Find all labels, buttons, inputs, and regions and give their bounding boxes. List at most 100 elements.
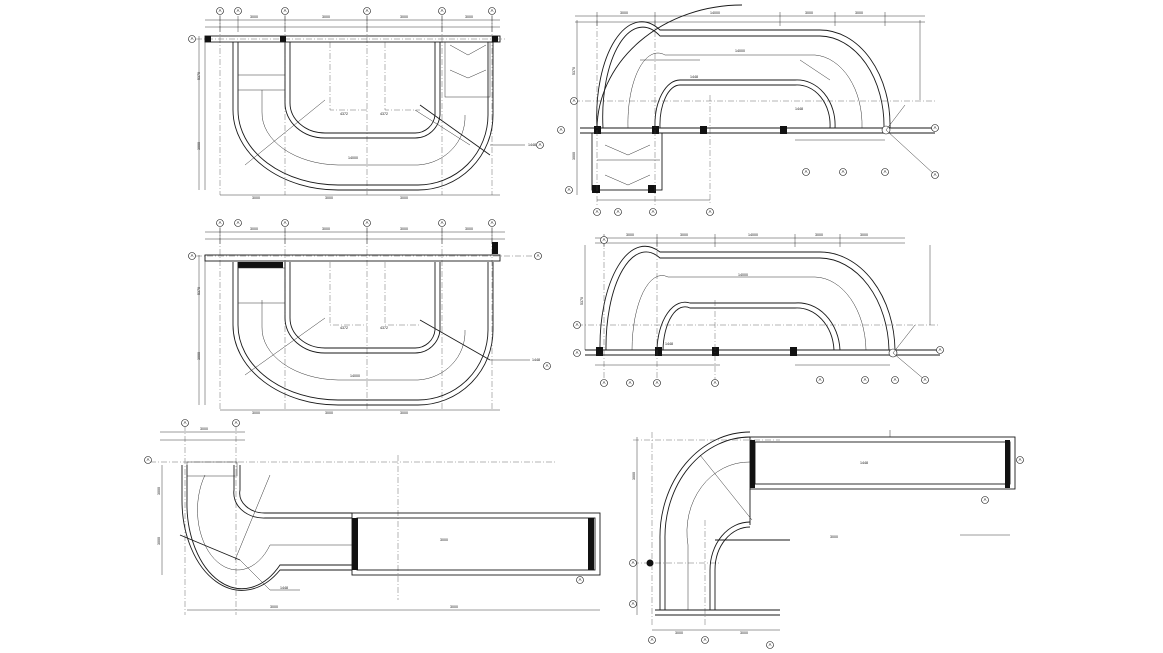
svg-text:A: A: [651, 637, 654, 642]
svg-text:A: A: [219, 220, 222, 225]
dim-label: 3000: [200, 427, 208, 431]
dim-label: 3000: [860, 233, 868, 237]
dim-label: 3000: [450, 605, 458, 609]
axis-bubbles-top: A A A A A A A A A: [188, 219, 551, 370]
annotation: 3000: [440, 538, 448, 542]
l-ramp-plan-lower-left: 3000 1448 3000 3000 3000 3000 3000 A A A…: [144, 419, 601, 615]
svg-text:A: A: [219, 8, 222, 13]
dim-label: 5370: [197, 287, 201, 295]
axis-bubbles: A A A A A A A A A A A A: [557, 97, 939, 216]
svg-text:A: A: [805, 169, 808, 174]
dim-label: 3000: [465, 227, 473, 231]
dim-label: 14000: [710, 11, 720, 15]
dim-label: 3000: [855, 11, 863, 15]
svg-text:A: A: [769, 642, 772, 647]
svg-text:A: A: [652, 209, 655, 214]
svg-text:A: A: [237, 220, 240, 225]
dim-label: 3000: [680, 233, 688, 237]
svg-text:A: A: [560, 127, 563, 132]
svg-text:A: A: [441, 8, 444, 13]
svg-text:A: A: [714, 380, 717, 385]
svg-text:A: A: [147, 457, 150, 462]
svg-text:A: A: [934, 125, 937, 130]
dim-label: 3000: [322, 15, 330, 19]
semicircle-ramp-plan-upper: 3000 14000 3000 3000 14000: [557, 4, 939, 216]
svg-text:A: A: [884, 169, 887, 174]
annotation: 3000: [830, 535, 838, 539]
svg-text:A: A: [441, 220, 444, 225]
dim-label: 3000: [572, 152, 576, 160]
dim-label: 3000: [400, 196, 408, 200]
dim-label: 3000: [740, 631, 748, 635]
axis-bubbles: A A A A: [144, 419, 584, 584]
dim-label: 3000: [250, 227, 258, 231]
svg-text:A: A: [539, 142, 542, 147]
svg-text:A: A: [924, 377, 927, 382]
dim-label: 3000: [270, 605, 278, 609]
dim-label: 3000: [626, 233, 634, 237]
svg-text:A: A: [366, 8, 369, 13]
annotation: 1448: [665, 342, 673, 346]
dim-label: 3000: [252, 411, 260, 415]
dim-label: 5370: [572, 67, 576, 75]
svg-text:A: A: [284, 220, 287, 225]
u-ramp-plan-middle: 3000 3000 3000 3000 A A A A A A A A A: [188, 219, 551, 415]
svg-text:A: A: [864, 377, 867, 382]
annotation: 14000: [735, 49, 745, 53]
semicircle-ramp-plan-middle: 3000 3000 14000 3000 3000 14000 1448 537…: [573, 233, 944, 387]
annotation: 4372: [340, 112, 348, 116]
svg-text:A: A: [603, 237, 606, 242]
svg-text:A: A: [632, 560, 635, 565]
svg-text:A: A: [568, 187, 571, 192]
svg-text:A: A: [632, 601, 635, 606]
svg-text:A: A: [284, 8, 287, 13]
quarter-ramp-plan-lower-right: 1448 3000 3000 3000 3000 A A A A A A A: [629, 430, 1024, 649]
svg-text:A: A: [629, 380, 632, 385]
dim-label: 14000: [748, 233, 758, 237]
section-label: 1448: [280, 586, 288, 590]
dim-label: 5370: [197, 72, 201, 80]
section-label: 1448: [532, 358, 540, 362]
dim-label: 3000: [620, 11, 628, 15]
svg-text:A: A: [191, 36, 194, 41]
svg-text:A: A: [573, 98, 576, 103]
svg-text:A: A: [819, 377, 822, 382]
top-dimension-line: 3000 3000 3000 3000: [205, 15, 500, 32]
dim-label: 3000: [197, 352, 201, 360]
svg-text:A: A: [704, 637, 707, 642]
dim-label: 3000: [157, 537, 161, 545]
svg-text:A: A: [184, 420, 187, 425]
dim-label: 3000: [400, 227, 408, 231]
svg-text:A: A: [984, 497, 987, 502]
dim-label: 3000: [400, 411, 408, 415]
annotation: 4372: [380, 112, 388, 116]
annotation: 1448: [690, 75, 698, 79]
dim-label: 3000: [815, 233, 823, 237]
dim-label: 3000: [325, 411, 333, 415]
axis-bubbles-top: A A A A A A A A: [188, 7, 544, 149]
annotation: 4372: [340, 326, 348, 330]
svg-text:A: A: [191, 253, 194, 258]
u-ramp-plan-upper: 3000 3000 3000 3000 A A A A A A A A: [188, 7, 544, 200]
dim-label: 3000: [197, 142, 201, 150]
svg-text:A: A: [546, 363, 549, 368]
svg-text:A: A: [939, 347, 942, 352]
annotation: 1448: [795, 107, 803, 111]
svg-text:A: A: [537, 253, 540, 258]
svg-text:A: A: [366, 220, 369, 225]
axis-bubbles: A A A A A A A: [629, 456, 1024, 649]
axis-bubbles: A A A A A A A A A A A A: [573, 236, 944, 387]
annotation: 1448: [860, 461, 868, 465]
dim-label: 3000: [400, 15, 408, 19]
section-label: 1448: [528, 143, 536, 147]
dim-label: 3000: [250, 15, 258, 19]
svg-text:A: A: [709, 209, 712, 214]
svg-text:A: A: [603, 380, 606, 385]
dim-label: 3000: [252, 196, 260, 200]
svg-text:A: A: [656, 380, 659, 385]
svg-text:A: A: [617, 209, 620, 214]
dim-label: 3000: [157, 487, 161, 495]
annotation: 14000: [350, 374, 360, 378]
svg-text:A: A: [596, 209, 599, 214]
